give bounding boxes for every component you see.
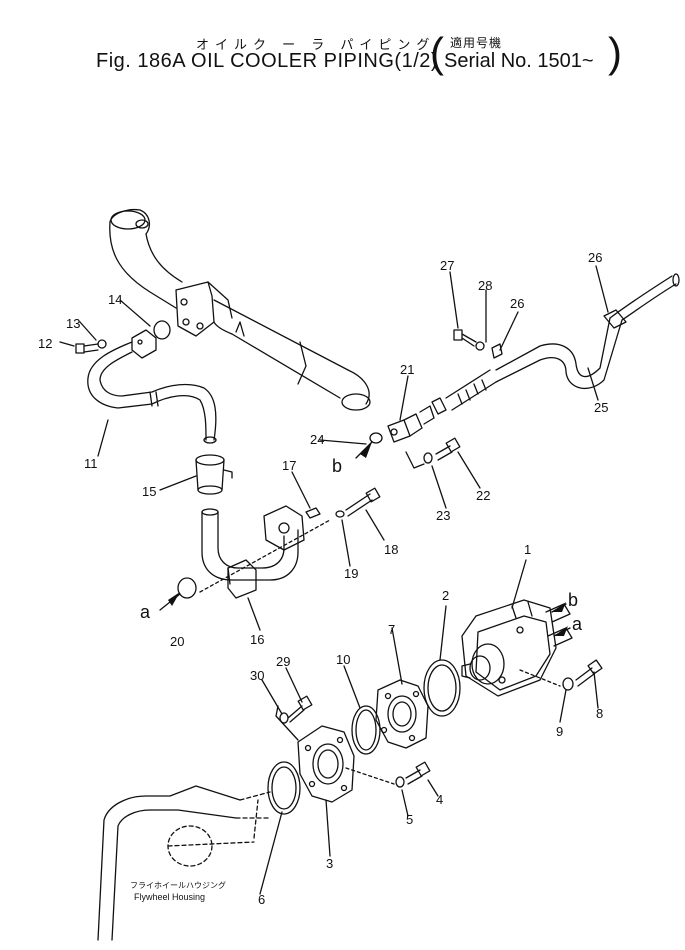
callout-16: 16 bbox=[250, 632, 264, 647]
washer-30 bbox=[279, 712, 289, 724]
close-paren-glyph: ) bbox=[608, 29, 622, 76]
bolt-22 bbox=[435, 437, 461, 461]
callout-23: 23 bbox=[436, 508, 450, 523]
o-ring-6 bbox=[267, 761, 301, 815]
cover-3 bbox=[297, 725, 355, 803]
connection-b-right: b bbox=[568, 590, 578, 610]
callout-24: 24 bbox=[310, 432, 324, 447]
leader-lines bbox=[59, 265, 609, 895]
o-ring-2-inner bbox=[427, 664, 457, 712]
clip-26 bbox=[491, 343, 503, 359]
pipe-16 bbox=[201, 505, 305, 599]
callout-13: 13 bbox=[66, 316, 80, 331]
leader-30 bbox=[275, 705, 299, 741]
alignment-line-cover bbox=[345, 767, 395, 785]
callout-12: 12 bbox=[38, 336, 52, 351]
washer-13 bbox=[97, 339, 107, 349]
washer-9 bbox=[562, 677, 574, 691]
housing-label-japanese: フライホイールハウジング bbox=[130, 880, 226, 890]
o-ring-2 bbox=[423, 659, 461, 717]
connection-a-left: a bbox=[140, 602, 151, 622]
o-ring-20 bbox=[177, 577, 197, 599]
connection-b-left: b bbox=[332, 456, 342, 476]
callout-2: 2 bbox=[442, 588, 449, 603]
o-ring-24 bbox=[369, 432, 383, 444]
bolt-4 bbox=[405, 761, 431, 785]
plug-17 bbox=[305, 507, 321, 519]
bolt-27 bbox=[453, 329, 477, 347]
callout-28: 28 bbox=[478, 278, 492, 293]
o-ring-14 bbox=[153, 320, 171, 340]
callout-15: 15 bbox=[142, 484, 156, 499]
clamp-15 bbox=[195, 454, 233, 495]
callout-14: 14 bbox=[108, 292, 122, 307]
callout-17: 17 bbox=[282, 458, 296, 473]
washer-23 bbox=[423, 452, 433, 464]
bolt-12 bbox=[75, 343, 99, 354]
serial-japanese: 適用号機 bbox=[450, 36, 503, 50]
hose-25 bbox=[431, 273, 680, 415]
cooler-tube bbox=[109, 208, 371, 411]
leader-bracket bbox=[405, 451, 425, 469]
callout-labels: 1 2 3 4 5 6 7 8 9 10 11 12 13 14 15 16 1… bbox=[38, 250, 608, 907]
callout-27: 27 bbox=[440, 258, 454, 273]
callout-25: 25 bbox=[594, 400, 608, 415]
housing-label-english: Flywheel Housing bbox=[134, 892, 205, 902]
pump-1 bbox=[461, 599, 573, 697]
adapter-7 bbox=[375, 679, 429, 749]
callout-30: 30 bbox=[250, 668, 264, 683]
callout-7: 7 bbox=[388, 622, 395, 637]
o-ring-6-inner bbox=[271, 766, 297, 810]
tube-11 bbox=[87, 329, 217, 444]
callout-29: 29 bbox=[276, 654, 290, 669]
washer-28 bbox=[475, 341, 485, 351]
callout-6: 6 bbox=[258, 892, 265, 907]
callout-21: 21 bbox=[400, 362, 414, 377]
callout-26-lower: 26 bbox=[510, 296, 524, 311]
figure-title: Fig. 186A OIL COOLER PIPING(1/2) bbox=[96, 50, 439, 72]
callout-10: 10 bbox=[336, 652, 350, 667]
title-japanese: オイルク ー ラ パイピング bbox=[196, 38, 436, 53]
callout-3: 3 bbox=[326, 856, 333, 871]
callout-5: 5 bbox=[406, 812, 413, 827]
callout-26-upper: 26 bbox=[588, 250, 602, 265]
washer-5 bbox=[395, 776, 405, 788]
callout-22: 22 bbox=[476, 488, 490, 503]
callout-18: 18 bbox=[384, 542, 398, 557]
callout-11: 11 bbox=[84, 456, 98, 471]
arrowheads bbox=[168, 442, 568, 636]
open-paren-glyph: ( bbox=[430, 29, 444, 76]
callout-4: 4 bbox=[436, 792, 443, 807]
bolt-8 bbox=[575, 659, 603, 687]
alignment-line-pump bbox=[519, 669, 561, 687]
callout-20: 20 bbox=[170, 634, 184, 649]
serial-number: Serial No. 1501~ bbox=[444, 50, 594, 72]
o-ring-10 bbox=[351, 705, 381, 755]
callout-19: 19 bbox=[344, 566, 358, 581]
flywheel-housing bbox=[97, 785, 271, 941]
bolt-29 bbox=[287, 695, 313, 723]
callout-9: 9 bbox=[556, 724, 563, 739]
o-ring-10-inner bbox=[355, 709, 377, 751]
connection-a-right: a bbox=[572, 614, 583, 634]
alignment-line bbox=[199, 519, 331, 593]
fitting-21 bbox=[387, 405, 435, 443]
bolt-18 bbox=[345, 487, 381, 517]
callout-1: 1 bbox=[524, 542, 531, 557]
callout-8: 8 bbox=[596, 706, 603, 721]
washer-19 bbox=[335, 510, 345, 518]
